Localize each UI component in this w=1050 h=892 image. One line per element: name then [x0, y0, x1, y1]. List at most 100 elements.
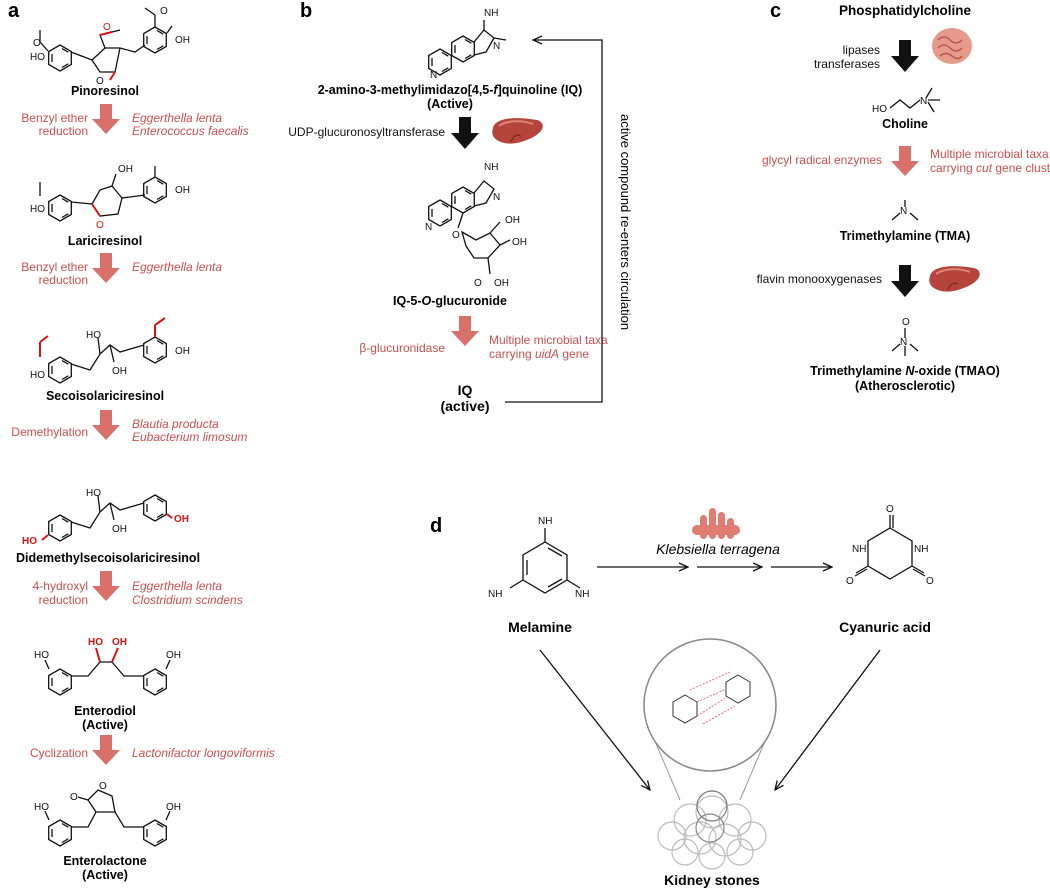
arrow-cyanuric-stones — [775, 649, 881, 790]
iq-nh2: NH — [484, 8, 498, 19]
organism-a2-1: Eggerthella lenta — [132, 260, 222, 274]
iq-n3: N — [493, 41, 500, 52]
seco-ho: HO — [30, 370, 45, 381]
reaction-a4-line1: 4-hydroxyl — [33, 579, 88, 593]
black-arrow-c3 — [891, 265, 919, 297]
cyanuric-o-right: O — [926, 576, 934, 587]
iq-glucuronide-structure — [428, 180, 511, 275]
lariciresinol-structure — [39, 166, 167, 222]
red-arrow-c2 — [891, 146, 919, 176]
pinoresinol-structure — [39, 7, 173, 81]
organism-a1-2: Enterococcus faecalis — [132, 124, 249, 138]
tmao-n: N — [900, 337, 907, 348]
red-arrow-a5 — [92, 735, 120, 765]
taxa-c-line1: Multiple microbial taxa — [930, 147, 1049, 161]
red-arrow-a3 — [92, 410, 120, 440]
didemethyl-oh-red: OH — [174, 514, 189, 525]
organism-a1-1: Eggerthella lenta — [132, 111, 222, 125]
compound-cyanuric-acid: Cyanuric acid — [839, 619, 931, 635]
tmao-o: O — [902, 317, 910, 328]
gluc-n3: N — [493, 192, 500, 203]
reaction-a2-line1: Benzyl ether — [21, 260, 88, 274]
melamine-h2n: NH — [488, 589, 502, 600]
reaction-a1-line2: reduction — [39, 124, 88, 138]
enterolactone-o-ring: O — [99, 781, 107, 792]
melamine-nh2-right: NH — [575, 589, 589, 600]
cyanuric-nh-right: NH — [914, 544, 928, 555]
red-arrow-b2 — [451, 316, 479, 346]
enterolactone-active: (Active) — [82, 868, 128, 882]
circulation-loop-arrow — [505, 40, 603, 403]
red-arrow-a4 — [92, 571, 120, 601]
reaction-a2-line2: reduction — [39, 273, 88, 287]
taxa-b-line1: Multiple microbial taxa — [489, 333, 608, 347]
magnified-complex — [643, 638, 777, 801]
liver-icon-b — [491, 117, 544, 145]
black-arrow-c1 — [891, 40, 919, 72]
panel-a-label: a — [8, 0, 20, 22]
liver-icon-c — [928, 265, 981, 293]
reaction-a5-line1: Cyclization — [30, 746, 88, 760]
gluc-o-link: O — [452, 230, 460, 241]
enzyme-flavin: flavin monooxygenases — [757, 272, 882, 286]
iq-n-quinoline: N — [430, 70, 437, 81]
pinoresinol-o-red: O — [103, 22, 111, 33]
pinoresinol-o-ring: O — [96, 76, 104, 87]
organism-a4-1: Eggerthella lenta — [132, 579, 222, 593]
lariciresinol-oh-top: OH — [118, 164, 133, 175]
compound-didemethylsecoisolariciresinol: Didemethylsecoisolariciresinol — [16, 551, 200, 565]
black-arrow-b1 — [451, 117, 479, 149]
compound-melamine: Melamine — [508, 619, 572, 635]
pinoresinol-oh: OH — [175, 35, 190, 46]
compound-tmao: Trimethylamine N-oxide (TMAO) — [810, 364, 1000, 378]
red-arrow-a1 — [92, 104, 120, 134]
seco-ho-top: HO — [86, 330, 101, 341]
melamine-structure — [509, 528, 581, 594]
taxa-b-line2: carrying uidA gene — [489, 347, 589, 361]
enterolactone-oh: OH — [166, 802, 181, 813]
compound-iq-name: 2-amino-3-methylimidazo[4,5-f]quinoline … — [318, 83, 583, 97]
enterolactone-ho: HO — [34, 802, 49, 813]
reaction-a4-line2: reduction — [39, 593, 88, 607]
taxa-c-line2: carrying cut gene cluster — [930, 161, 1050, 175]
enzyme-transferases: transferases — [814, 57, 880, 71]
choline-n: N — [920, 96, 927, 107]
didemethyl-ho-top: HO — [86, 488, 101, 499]
lariciresinol-oh: OH — [175, 185, 190, 196]
tma-n: N — [900, 206, 907, 217]
gluc-nh2: NH — [484, 162, 498, 173]
arrow-melamine-stones — [539, 649, 650, 790]
gluc-cooh-o: O — [474, 278, 482, 289]
compound-choline: Choline — [882, 117, 928, 131]
enterolactone-structure — [44, 789, 171, 847]
gluc-oh-2: OH — [512, 237, 527, 248]
choline-ho: HO — [872, 104, 887, 115]
compound-tma: Trimethylamine (TMA) — [840, 229, 971, 243]
kidney-stones-label: Kidney stones — [664, 872, 760, 888]
enzyme-ugt: UDP-glucuronosyltransferase — [288, 125, 445, 139]
reaction-a3-line1: Demethylation — [11, 425, 88, 439]
cyanuric-structure — [854, 515, 926, 580]
enterodiol-active: (Active) — [82, 718, 128, 732]
lariciresinol-ho: HO — [30, 204, 45, 215]
cyanuric-nh-left: NH — [852, 544, 866, 555]
choline-structure — [889, 87, 940, 113]
cyanuric-o-top: O — [886, 504, 894, 515]
enterodiol-ho: HO — [34, 650, 49, 661]
enzyme-beta-glucuronidase: β-glucuronidase — [359, 341, 445, 355]
enzyme-lipases: lipases — [843, 43, 880, 57]
compound-enterolactone: Enterolactone — [63, 854, 146, 868]
gluc-cooh-oh: OH — [494, 278, 509, 289]
intestine-icon — [932, 28, 972, 64]
panel-c-label: c — [770, 0, 781, 22]
cyanuric-o-left: O — [846, 576, 854, 587]
compound-iq-final: IQ — [458, 382, 473, 398]
enterodiol-ho-red: HO — [88, 637, 103, 648]
tmao-atherosclerotic: (Atherosclerotic) — [855, 379, 955, 393]
pinoresinol-o-right: O — [160, 6, 168, 17]
compound-secoisolariciresinol: Secoisolariciresinol — [46, 389, 164, 403]
didemethyl-structure — [41, 494, 173, 542]
panel-b-label: b — [300, 0, 312, 22]
lariciresinol-o-red: O — [96, 220, 104, 231]
bacteria-icon — [692, 508, 740, 539]
